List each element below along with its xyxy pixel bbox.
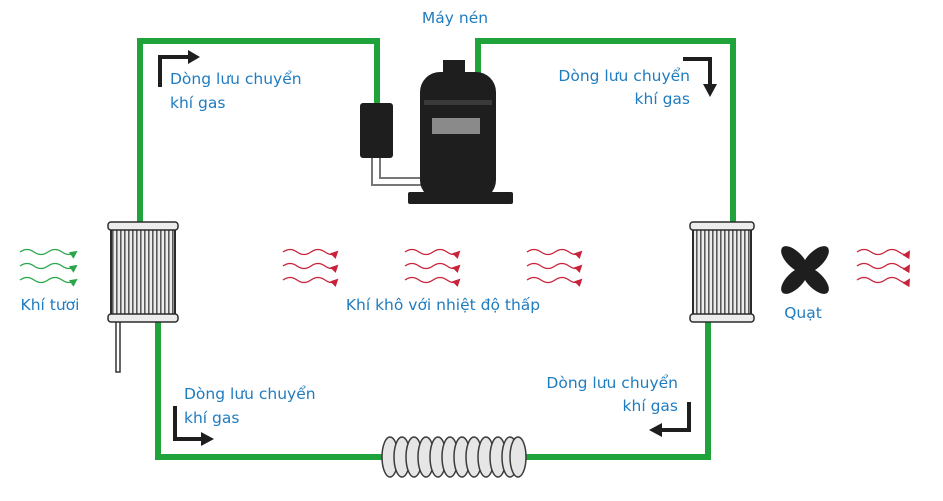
- compressor-icon: [360, 60, 513, 204]
- expansion-coil-icon: [381, 436, 527, 478]
- flow-arrow-icon: [649, 402, 691, 437]
- gas-flow-label-top-right-line2: khí gas: [635, 90, 690, 108]
- flow-arrow-icon: [173, 406, 214, 446]
- air-wave-icon: [19, 248, 78, 287]
- gas-flow-label-bottom-right-line2: khí gas: [623, 397, 678, 415]
- gas-flow-label-bottom-left-line1: Dòng lưu chuyển: [184, 385, 316, 403]
- air-wave-icon: [856, 248, 911, 288]
- gas-flow-label-top-left-line1: Dòng lưu chuyển: [170, 70, 302, 88]
- air-wave-icon: [282, 248, 339, 288]
- air-wave-icon: [404, 248, 461, 288]
- fresh-air-label: Khí tươi: [21, 296, 80, 314]
- compressor-label: Máy nén: [422, 9, 488, 27]
- fan-icon: [781, 246, 829, 294]
- gas-flow-label-top-left-line2: khí gas: [170, 94, 225, 112]
- flow-arrow-icon: [158, 50, 200, 87]
- dry-air-label: Khí khô với nhiệt độ thấp: [346, 296, 540, 314]
- gas-flow-label-top-right-line1: Dòng lưu chuyển: [558, 67, 690, 85]
- fan-label: Quạt: [784, 304, 822, 322]
- refrigerant-pipe: [137, 38, 736, 460]
- gas-flow-label-bottom-left-line2: khí gas: [184, 409, 239, 427]
- evaporator-coil-icon: [107, 221, 179, 373]
- air-wave-icon: [526, 248, 583, 288]
- condenser-coil-icon: [689, 221, 755, 323]
- flow-arrow-icon: [683, 57, 717, 97]
- gas-flow-label-bottom-right-line1: Dòng lưu chuyển: [546, 374, 678, 392]
